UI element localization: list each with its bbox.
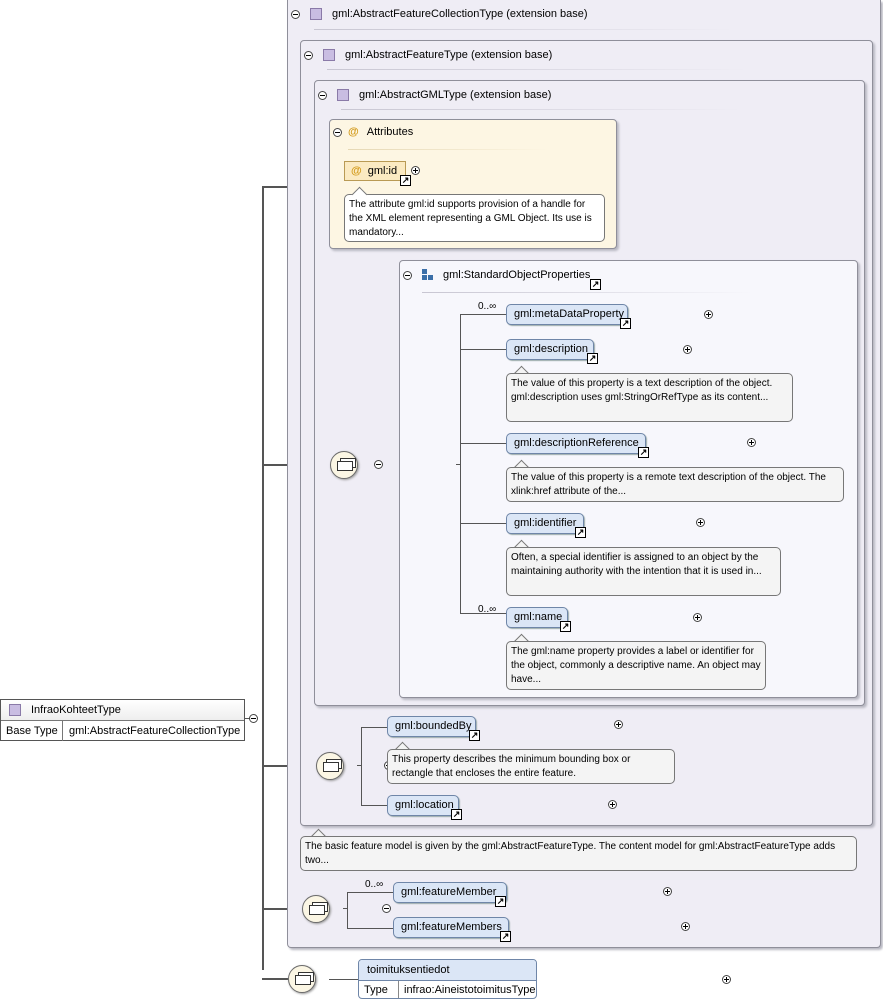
branch-boundedby [361,727,387,728]
feature-doc: The basic feature model is given by the … [300,836,857,871]
attribute-id-expand[interactable] [411,166,420,175]
metadata-cardinality: 0..∞ [478,301,497,312]
metadata-expand[interactable] [704,310,714,319]
ext3-label: gml:AbstractGMLType (extension base) [359,89,552,101]
branch-descref [460,443,506,444]
name-expand[interactable] [692,613,702,622]
main-spine [262,186,264,970]
sequence-compositor-1[interactable] [330,451,358,479]
element-metadataproperty[interactable]: gml:metaDataProperty [506,304,628,325]
attributes-label: Attributes [366,126,414,138]
featuremember-expand[interactable] [662,887,672,896]
bounded-branch [361,727,362,805]
identifier-expand[interactable] [695,518,705,527]
attribute-id-link-icon[interactable]: ↗ [400,175,411,186]
spine-to-seq4 [262,908,302,910]
root-type-name: InfraoKohteetType [31,704,121,716]
complex-type-icon [9,704,21,716]
sequence-1-collapse[interactable] [374,460,384,469]
attribute-id-doc: The attribute gml:id supports provision … [344,194,605,242]
branch-meta [460,314,506,315]
bounded-branch-link [357,765,362,766]
branch-location [361,805,387,806]
group-collapse-toggle[interactable] [403,270,412,280]
featuremember-link-icon[interactable]: ↗ [495,896,506,907]
ext2-collapse-toggle[interactable] [304,50,313,60]
base-type-label: Base Type [1,721,63,741]
complex-type-icon [310,8,322,20]
attribute-at-icon: @ [351,165,362,177]
boundedby-expand[interactable] [613,720,623,729]
sequence-4-collapse[interactable] [382,904,392,913]
branch-featuremember [347,892,393,893]
element-name[interactable]: gml:name [506,607,568,628]
metadata-link-icon[interactable]: ↗ [620,318,631,329]
complex-type-icon [323,49,335,61]
ext3-collapse-toggle[interactable] [318,90,327,100]
sequence-icon [295,975,311,985]
element-identifier[interactable]: gml:identifier [506,513,584,534]
complex-type-icon [337,89,349,101]
base-type-value: gml:AbstractFeatureCollectionType [69,725,241,737]
sequence-icon [323,762,339,772]
group-link-icon[interactable]: ↗ [590,279,601,290]
location-link-icon[interactable]: ↗ [451,809,462,820]
branch-desc [460,349,506,350]
ext2-label: gml:AbstractFeatureType (extension base) [345,49,553,61]
element-featuremembers[interactable]: gml:featureMembers [393,917,509,938]
location-expand[interactable] [607,800,617,809]
branch-name [460,613,506,614]
toimitus-name: toimituksentiedot [359,960,536,981]
identifier-doc: Often, a special identifier is assigned … [506,547,781,596]
ext1-label: gml:AbstractFeatureCollectionType (exten… [332,8,588,20]
descriptionreference-doc: The value of this property is a remote t… [506,467,844,502]
featuremembers-link-icon[interactable]: ↗ [500,931,511,942]
group-label: gml:StandardObjectProperties [443,269,591,281]
attribute-id[interactable]: @ gml:id [344,161,406,181]
description-doc: The value of this property is a text des… [506,373,793,422]
branch-identifier [460,523,506,524]
element-featuremember[interactable]: gml:featureMember [393,882,507,903]
name-cardinality: 0..∞ [478,604,497,615]
element-description[interactable]: gml:description [506,339,594,360]
group-icon [422,269,434,281]
sequence-compositor-3[interactable] [316,752,344,780]
featuremembers-expand[interactable] [680,922,690,931]
boundedby-link-icon[interactable]: ↗ [469,730,480,741]
member-branch-link [343,908,348,909]
toimitus-type-value: infrao:AineistotoimitusType [404,984,536,996]
member-branch [347,892,348,928]
descriptionreference-expand[interactable] [746,438,756,447]
identifier-link-icon[interactable]: ↗ [575,527,586,538]
sequence-icon [309,905,325,915]
sequence-compositor-5[interactable] [288,965,316,993]
featuremember-cardinality: 0..∞ [365,879,384,890]
sequence-compositor-4[interactable] [302,895,330,923]
attributes-collapse-toggle[interactable] [333,127,342,137]
element-descriptionreference[interactable]: gml:descriptionReference [506,433,646,454]
boundedby-doc: This property describes the minimum boun… [387,749,675,784]
element-boundedby[interactable]: gml:boundedBy [387,716,476,737]
descriptionreference-link-icon[interactable]: ↗ [638,447,649,458]
branch-toimitus [329,979,359,980]
group-branch-link [456,464,461,465]
toimitus-expand[interactable] [721,975,731,984]
attribute-id-label: gml:id [367,165,398,177]
root-collapse-toggle[interactable] [249,714,258,723]
branch-featuremembers [347,928,393,929]
name-link-icon[interactable]: ↗ [560,621,571,632]
ext1-collapse-toggle[interactable] [291,9,300,19]
attributes-box: @ Attributes @ gml:id ↗ The attribute gm… [329,119,617,249]
element-toimituksentiedot[interactable]: toimituksentiedot Type infrao:Aineistoto… [358,959,537,999]
root-type-box[interactable]: InfraoKohteetType Base Type gml:Abstract… [0,699,245,741]
toimitus-type-label: Type [359,981,399,998]
sequence-icon [337,461,353,471]
attribute-at-icon: @ [348,126,359,138]
element-location[interactable]: gml:location [387,795,459,816]
spine-to-seq5 [262,978,288,980]
description-expand[interactable] [683,345,693,354]
name-doc: The gml:name property provides a label o… [506,641,766,690]
description-link-icon[interactable]: ↗ [587,353,598,364]
